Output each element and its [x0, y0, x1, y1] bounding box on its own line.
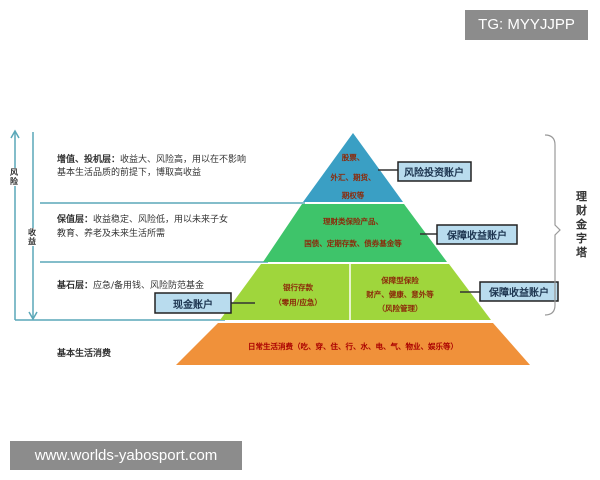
watermark-bottom: www.worlds-yabosport.com: [10, 441, 242, 470]
base-left-text: 银行存款: [283, 282, 313, 292]
top-text: 期权等: [342, 190, 365, 200]
base-right-text: （风险管理）: [378, 303, 423, 313]
layer-desc: 教育、养老及未来生活所需: [57, 227, 165, 239]
watermark-top: TG: MYYJJPP: [465, 10, 588, 40]
top-text: 股票、: [342, 152, 365, 162]
layer-title: 保值层：: [56, 213, 93, 225]
base-right-text: 保障型保险: [380, 275, 419, 285]
layer-desc: 收益稳定、风险低，用以未来子女: [93, 213, 228, 225]
pyramid-top: [303, 133, 403, 202]
middle-text: 理财类保险产品、: [323, 216, 383, 226]
risk-account-label: 风险投资账户: [404, 166, 464, 179]
layer-line: 增值、投机层：收益大、风险高，用以在不影响: [57, 153, 246, 165]
cash-account-box: [154, 292, 232, 314]
base-right-text: 财产、健康、意外等: [365, 289, 434, 299]
risk-arrowhead-icon: [10, 129, 20, 139]
risk-label: 风险: [10, 168, 20, 186]
return-label: 收益: [28, 228, 38, 246]
layer-title: 基石层：: [56, 279, 93, 291]
return-arrowhead-icon: [28, 311, 38, 321]
bottom-text: 日常生活消费（吃、穿、住、行、水、电、气、物业、娱乐等）: [248, 341, 458, 351]
pyramid-middle: [263, 204, 447, 262]
layer-line: 保值层：收益稳定、风险低，用以未来子女: [56, 213, 228, 225]
pyramid-base: [220, 264, 491, 320]
pyramid-bottom: [176, 323, 530, 365]
base-left-text: （零用/应急）: [274, 297, 322, 307]
bracket: [544, 134, 561, 316]
guarantee-account-box: [436, 224, 518, 245]
layer-desc: 应急/备用钱、风险防范基金: [93, 279, 204, 291]
guarantee-account-label: 保障收益账户: [488, 286, 549, 299]
middle-text: 国债、定期存款、债券基金等: [304, 238, 402, 248]
guarantee-account-box: [479, 281, 559, 302]
top-text: 外汇、期货、: [331, 172, 376, 182]
bracket-label: 理财金字塔: [576, 190, 587, 259]
layer-desc: 基本生活品质的前提下，博取高收益: [57, 166, 201, 178]
layer-title: 增值、投机层：: [57, 153, 120, 165]
layer-desc: 收益大、风险高，用以在不影响: [120, 153, 246, 165]
layer-title: 基本生活消费: [56, 347, 111, 359]
guarantee-account-label: 保障收益账户: [446, 229, 507, 242]
risk-account-box: [397, 161, 472, 182]
cash-account-label: 现金账户: [173, 298, 213, 311]
layer-line: 基石层：应急/备用钱、风险防范基金: [56, 279, 204, 291]
